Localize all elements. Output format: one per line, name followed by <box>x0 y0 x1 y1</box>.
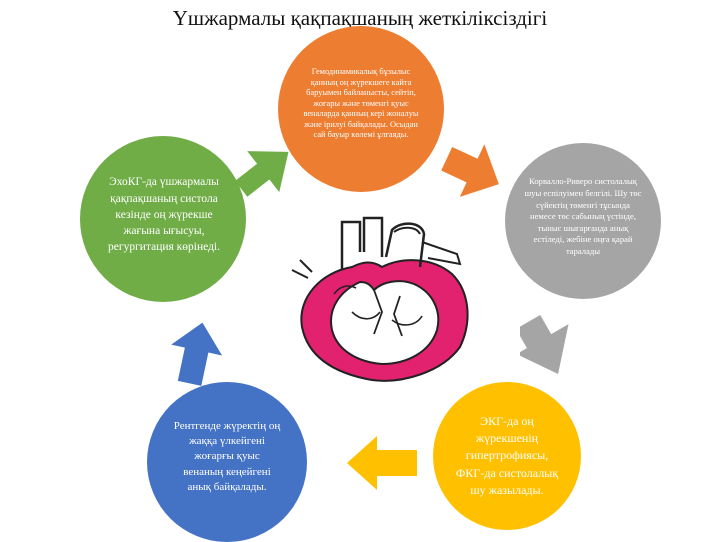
heart-illustration <box>282 212 482 387</box>
auscultation-text: Корвалло-Риверо систолалық шуы еспілуіме… <box>523 176 643 257</box>
xray-circle: Рентгенде жүректің оң жаққа үлкейгені жо… <box>147 382 307 542</box>
hemodynamics-circle: Гемодинамикалық бұзылыс қанның оң жүрекш… <box>278 26 444 192</box>
auscultation-circle: Корвалло-Риверо систолалық шуы еспілуіме… <box>505 143 661 299</box>
arrow-down-icon <box>520 312 580 376</box>
echo-text: ЭхоКГ-да үшжармалы қақпақшаның систола к… <box>102 174 226 256</box>
xray-text: Рентгенде жүректің оң жаққа үлкейгені жо… <box>173 419 281 496</box>
hemodynamics-text: Гемодинамикалық бұзылыс қанның оң жүрекш… <box>300 67 422 141</box>
arrow-left-icon <box>345 434 419 492</box>
echo-circle: ЭхоКГ-да үшжармалы қақпақшаның систола к… <box>80 136 246 302</box>
arrow-right-down-icon <box>440 140 506 202</box>
ecg-circle: ЭКГ-да оң жүрекшенің гипертрофиясы, ФКГ-… <box>433 382 581 530</box>
ecg-text: ЭКГ-да оң жүрекшенің гипертрофиясы, ФКГ-… <box>453 413 561 500</box>
arrow-up-icon <box>168 320 224 386</box>
